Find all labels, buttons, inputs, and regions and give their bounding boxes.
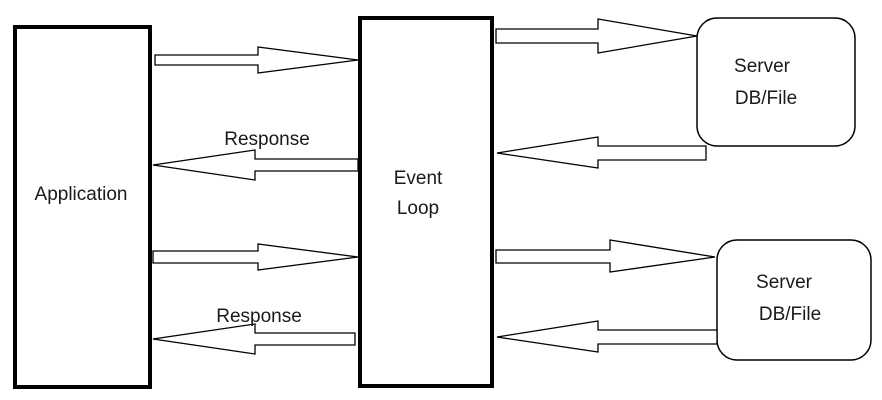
server-top-box xyxy=(696,17,856,147)
event-loop-label-line1: Event xyxy=(394,168,443,189)
arrow-loop-to-app-top xyxy=(152,149,359,181)
response-label-top: Response xyxy=(224,129,310,150)
arrow-loop-to-server-top xyxy=(495,18,698,54)
server-top-label-line2: DB/File xyxy=(735,88,797,109)
application-node: Application xyxy=(13,25,152,389)
server-bottom-label-line1: Server xyxy=(756,272,813,293)
server-bottom-label-line2: DB/File xyxy=(759,304,821,325)
arrow-app-to-loop-bottom xyxy=(152,243,359,271)
arrow-loop-to-server-bottom xyxy=(495,239,716,273)
arrow-loop-to-app-bottom xyxy=(152,323,356,355)
event-loop-box xyxy=(358,16,494,388)
arrow-server-top-to-loop xyxy=(496,136,707,169)
event-loop-node: Event Loop xyxy=(358,16,494,388)
arrow-app-to-loop-top xyxy=(154,46,359,74)
response-label-bottom: Response xyxy=(216,306,302,327)
application-label: Application xyxy=(35,184,128,205)
server-bottom-node: Server DB/File xyxy=(716,239,872,361)
application-box xyxy=(13,25,152,389)
event-loop-label-line2: Loop xyxy=(397,198,439,219)
server-bottom-box xyxy=(716,239,872,361)
server-top-label-line1: Server xyxy=(734,56,791,77)
arrow-server-bottom-to-loop xyxy=(496,320,718,353)
server-top-node: Server DB/File xyxy=(696,17,856,147)
